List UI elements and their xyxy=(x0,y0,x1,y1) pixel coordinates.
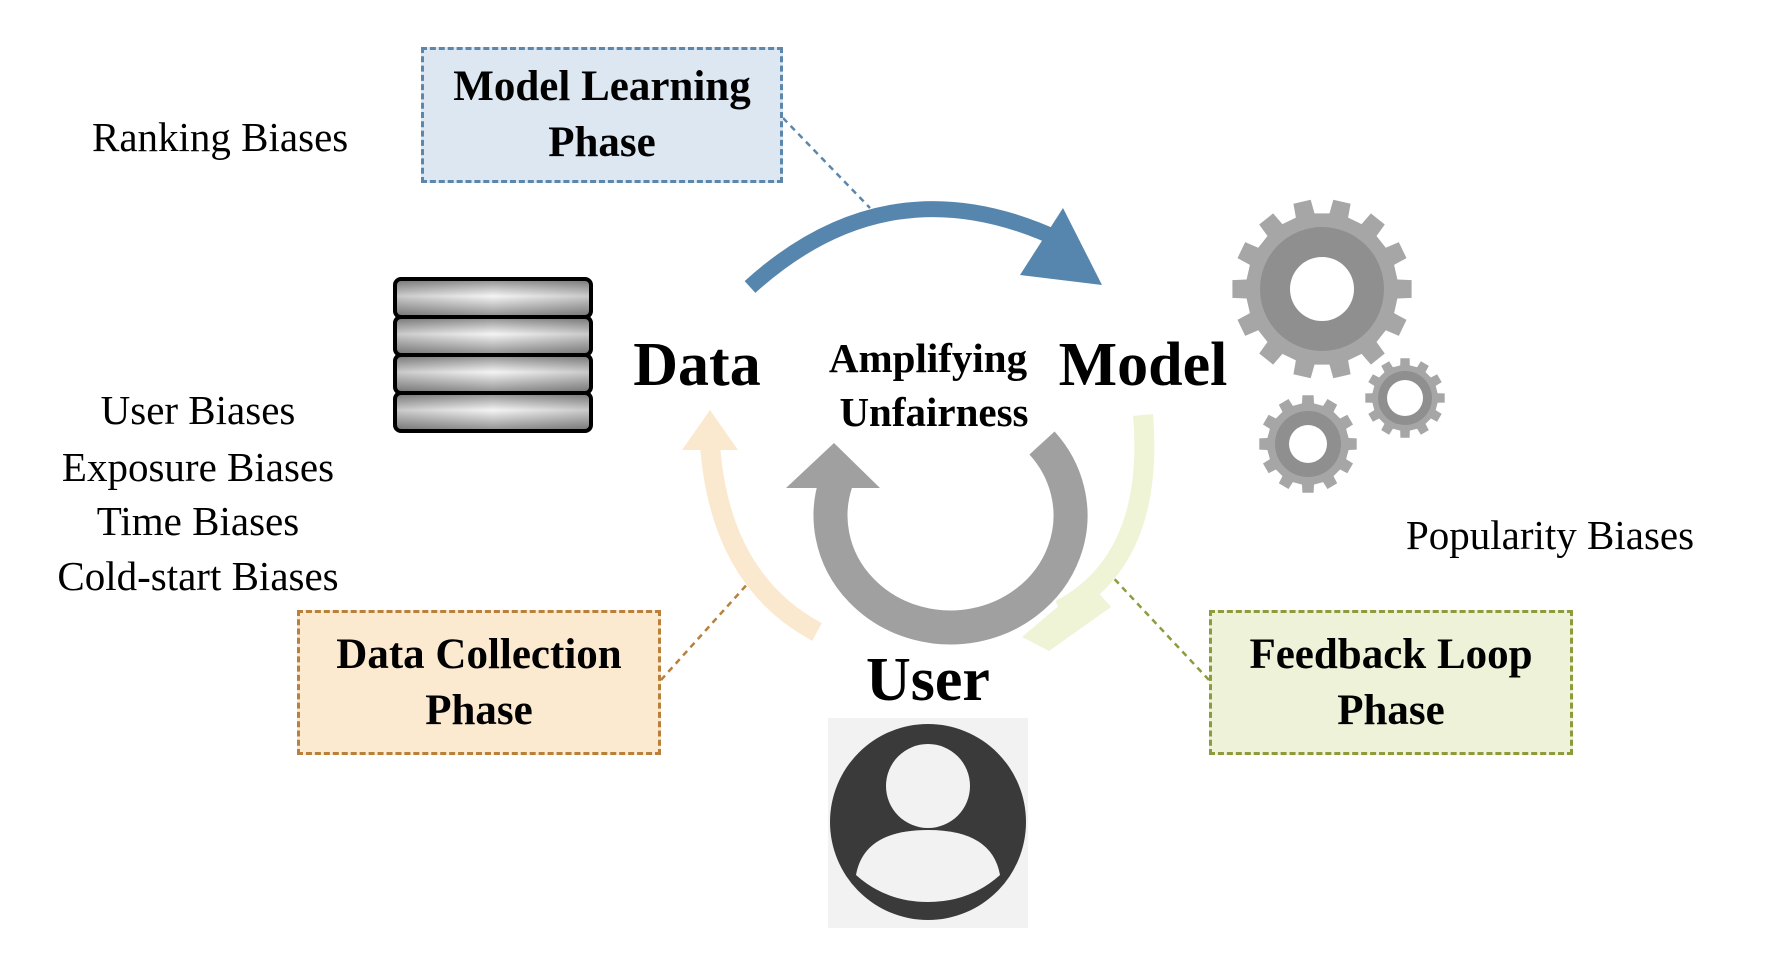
small-gear-icon xyxy=(1259,395,1357,493)
gears-icon xyxy=(1232,199,1445,493)
data-collection-phase-box: Data Collection Phase xyxy=(297,610,661,755)
model-learning-arrow xyxy=(744,201,1102,293)
data-collection-arrow xyxy=(682,410,822,641)
unfairness-label: Unfairness xyxy=(839,389,1028,435)
ranking-biases-label: Ranking Biases xyxy=(92,114,348,160)
data-collection-phase-line1: Data Collection xyxy=(336,630,622,678)
user-icon xyxy=(828,718,1028,928)
exposure-biases-label: Exposure Biases xyxy=(62,444,334,490)
feedback-loop-phase-line1: Feedback Loop xyxy=(1249,630,1533,678)
large-gear-icon xyxy=(1232,199,1412,379)
user-node-label: User xyxy=(866,646,990,714)
model-learning-phase-line2: Phase xyxy=(548,119,656,166)
data-collection-phase-line2: Phase xyxy=(425,686,533,734)
model-learning-phase-box: Model Learning Phase xyxy=(421,47,783,183)
model-learning-phase-line1: Model Learning xyxy=(453,63,751,110)
feedback-loop-phase-line2: Phase xyxy=(1337,686,1445,734)
data-node-label: Data xyxy=(633,331,760,399)
tiny-gear-icon xyxy=(1365,358,1445,438)
model-phase-connector xyxy=(782,117,871,209)
amplifying-unfairness-arrow xyxy=(786,431,1088,645)
data-phase-connector xyxy=(660,569,761,681)
user-biases-label: User Biases xyxy=(101,387,296,433)
cold-start-biases-label: Cold-start Biases xyxy=(57,553,338,599)
popularity-biases-label: Popularity Biases xyxy=(1406,512,1694,558)
feedback-loop-phase-box: Feedback Loop Phase xyxy=(1209,610,1573,755)
feedback-phase-connector xyxy=(1105,569,1210,681)
feedback-loop-arrow xyxy=(1022,414,1155,651)
database-icon xyxy=(393,277,593,433)
amplifying-label: Amplifying xyxy=(829,335,1028,381)
model-node-label: Model xyxy=(1059,331,1228,399)
time-biases-label: Time Biases xyxy=(97,498,299,544)
